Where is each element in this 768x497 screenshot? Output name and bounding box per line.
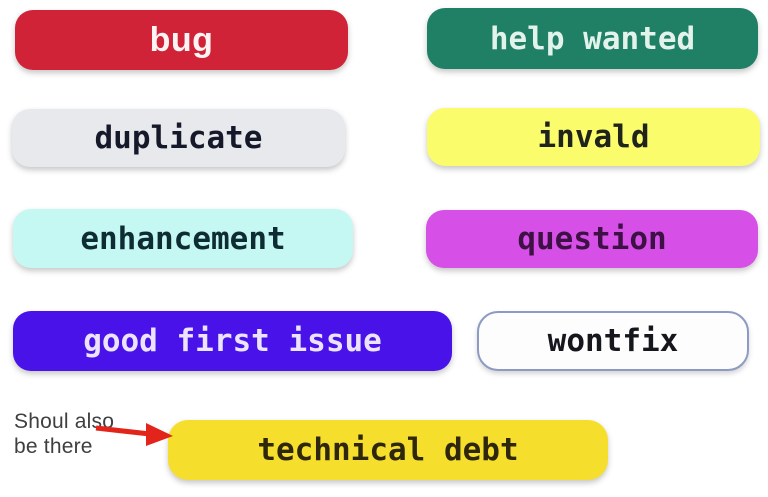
annotation-note: Shoul also be there [14, 409, 114, 459]
label-chip-wontfix[interactable]: wontfix [477, 311, 749, 371]
annotation-line-2: be there [14, 435, 93, 458]
label-chip-duplicate[interactable]: duplicate [12, 109, 345, 167]
annotation-line-1: Shoul also [14, 410, 115, 433]
label-chip-enhancement[interactable]: enhancement [13, 209, 353, 268]
label-chip-good-first-issue[interactable]: good first issue [13, 311, 452, 371]
label-chip-technical-debt[interactable]: technical debt [168, 420, 608, 480]
label-chip-bug[interactable]: bug [15, 10, 348, 70]
label-chip-help-wanted[interactable]: help wanted [427, 8, 758, 69]
label-chip-question[interactable]: question [426, 210, 758, 268]
label-chip-invald[interactable]: invald [427, 108, 760, 166]
arrow-right-icon [94, 421, 174, 449]
